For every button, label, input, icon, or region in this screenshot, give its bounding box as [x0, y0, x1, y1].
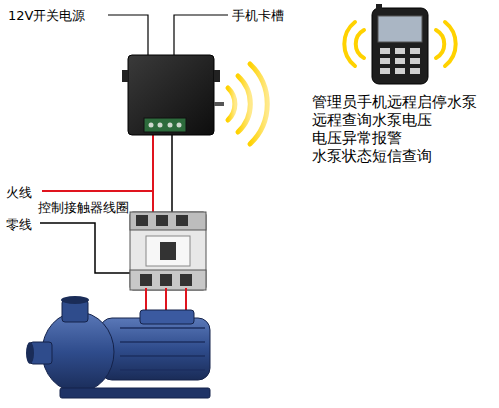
fin: [120, 369, 205, 371]
label-holder: 控制接触器线圈: [38, 197, 129, 216]
label-holder: 远程查询水泵电压: [312, 110, 432, 129]
neutral-wire: [40, 223, 132, 273]
key: [410, 68, 420, 74]
terminal-block: [144, 118, 186, 132]
key: [380, 68, 390, 74]
wave-arc: [436, 30, 444, 58]
junction-box: [140, 310, 194, 324]
screw: [158, 123, 163, 128]
screw: [168, 123, 173, 128]
phone-keypad: [380, 48, 420, 74]
fin: [120, 327, 205, 329]
fin: [120, 341, 205, 343]
coil-wire: [171, 133, 173, 214]
key: [395, 58, 405, 64]
outlet-mouth: [61, 296, 89, 304]
wave-arc: [445, 22, 456, 66]
feature-text: 电压异常报警: [312, 129, 402, 147]
phone-antenna: [376, 4, 382, 12]
label-holder: 水泵状态短信查询: [312, 146, 432, 165]
feature-text: 远程查询水泵电压: [312, 111, 432, 129]
terminal: [156, 215, 168, 226]
label-holder: 手机卡槽: [232, 5, 284, 24]
fin: [120, 355, 205, 357]
feature-text: 水泵状态短信查询: [312, 147, 432, 165]
wave-arc: [238, 76, 250, 132]
part-label: 12V开关电源: [8, 8, 85, 24]
screw: [149, 123, 154, 128]
terminal-screws: [149, 123, 182, 128]
key: [395, 68, 405, 74]
label-holder: 火线: [6, 182, 32, 201]
label-holder: 管理员手机远程启停水泵: [312, 92, 477, 111]
key: [380, 58, 390, 64]
part-label: 零线: [6, 217, 32, 233]
live-wire: [152, 191, 154, 214]
terminal: [176, 215, 188, 226]
key: [410, 58, 420, 64]
contactor-face: [146, 236, 190, 266]
wave-arc: [344, 22, 355, 66]
terminal: [180, 274, 192, 286]
label-holder: 零线: [6, 214, 32, 233]
radio-waves: [228, 64, 267, 144]
wave-arc: [250, 64, 267, 144]
contactor-window: [160, 242, 176, 260]
contactor-top: [130, 212, 206, 230]
leader-line: [108, 15, 148, 57]
terminal: [160, 274, 172, 286]
phone-body: [372, 8, 428, 84]
part-label: 火线: [6, 185, 32, 201]
pump-base: [60, 388, 210, 398]
part-label: 手机卡槽: [232, 8, 284, 24]
label-holder: 电压异常报警: [312, 128, 402, 147]
part-label: 控制接触器线圈: [38, 200, 129, 216]
mount-tab: [214, 70, 220, 82]
wave-arc: [356, 30, 364, 58]
live-wire: [42, 133, 153, 191]
pump-volute: [42, 312, 114, 392]
phone-screen: [378, 16, 422, 42]
label-holder: 12V开关电源: [8, 5, 85, 24]
contactor-body: [130, 212, 206, 290]
leader-line: [174, 15, 228, 57]
antenna-stub: [214, 102, 224, 106]
key: [395, 48, 405, 54]
cooling-fins: [120, 328, 205, 370]
phone-waves: [344, 22, 455, 66]
wave-arc: [228, 88, 235, 120]
screw: [177, 123, 182, 128]
feature-text: 管理员手机远程启停水泵: [312, 93, 477, 111]
terminal: [140, 274, 152, 286]
key: [380, 48, 390, 54]
motor-body: [100, 318, 210, 380]
inlet-mouth: [26, 342, 34, 364]
key: [410, 48, 420, 54]
terminal: [136, 215, 148, 226]
contactor-bottom: [130, 270, 206, 290]
mount-tab: [122, 70, 128, 82]
control-box: [128, 55, 214, 135]
